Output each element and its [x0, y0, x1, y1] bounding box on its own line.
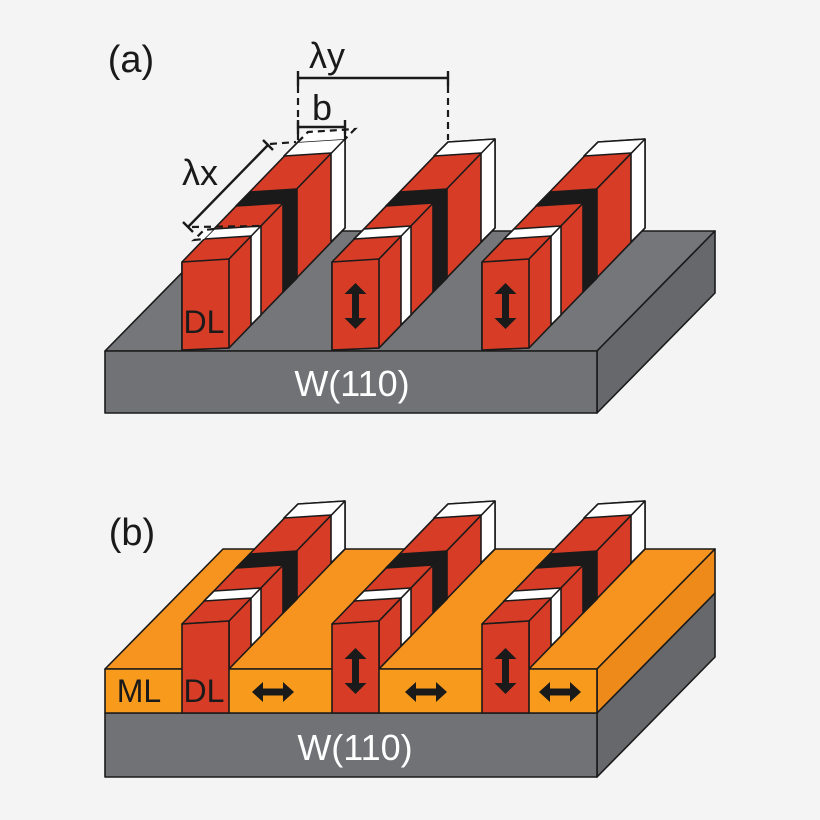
top-side-edge	[378, 500, 496, 622]
top-side-edge	[228, 500, 346, 622]
top-side-edge	[528, 500, 646, 622]
panel-b-label: (b)	[109, 512, 155, 554]
panel-a: DL	[104, 35, 716, 414]
out-of-plane-arrow-icon	[344, 283, 367, 329]
substrate-label: W(110)	[297, 727, 412, 768]
stripe-continuation-dashed-outline	[297, 127, 358, 143]
lambda-x-line	[187, 144, 269, 228]
stripe-front-face	[181, 258, 230, 351]
top-side-edge	[378, 138, 496, 260]
stripe-front-face	[181, 620, 230, 714]
stripe-continuation-region	[298, 129, 355, 142]
b-label: b	[312, 87, 332, 128]
out-of-plane-arrow-icon	[344, 648, 367, 694]
dl-stripe	[481, 500, 646, 714]
out-of-plane-arrow-icon	[494, 648, 517, 694]
panel-a-label: (a)	[108, 39, 154, 81]
ml-label: ML	[117, 673, 161, 709]
tick	[262, 139, 274, 151]
stripe-width-measurement: b	[296, 87, 347, 140]
substrate-front-face	[104, 350, 598, 414]
in-plane-arrow-icon	[405, 682, 447, 702]
dl-label: DL	[184, 304, 225, 340]
top-side-edge	[228, 138, 346, 260]
extension-line	[269, 140, 297, 146]
white-band-extension	[194, 229, 214, 240]
in-plane-arrow-icon	[252, 682, 294, 702]
out-of-plane-arrow-icon	[494, 283, 517, 329]
top-side-edge	[528, 138, 646, 260]
panel-b: DL (b) ML W(110)	[104, 500, 716, 778]
dl-stripe	[481, 138, 646, 351]
dl-stripe	[331, 138, 496, 351]
dl-label: DL	[184, 673, 225, 709]
in-plane-arrow-icon	[539, 682, 581, 702]
lambda-x-measurement: λx	[182, 139, 297, 233]
white-band-extension-dashed-outline	[191, 227, 215, 242]
dl-stripe	[331, 500, 496, 714]
tick	[182, 221, 194, 233]
lambda-x-label: λx	[182, 152, 218, 193]
lambda-y-label: λy	[309, 35, 345, 76]
substrate-label: W(110)	[294, 363, 409, 404]
dl-stripe: DL	[181, 500, 346, 714]
lambda-y-measurement: λy	[296, 35, 450, 140]
